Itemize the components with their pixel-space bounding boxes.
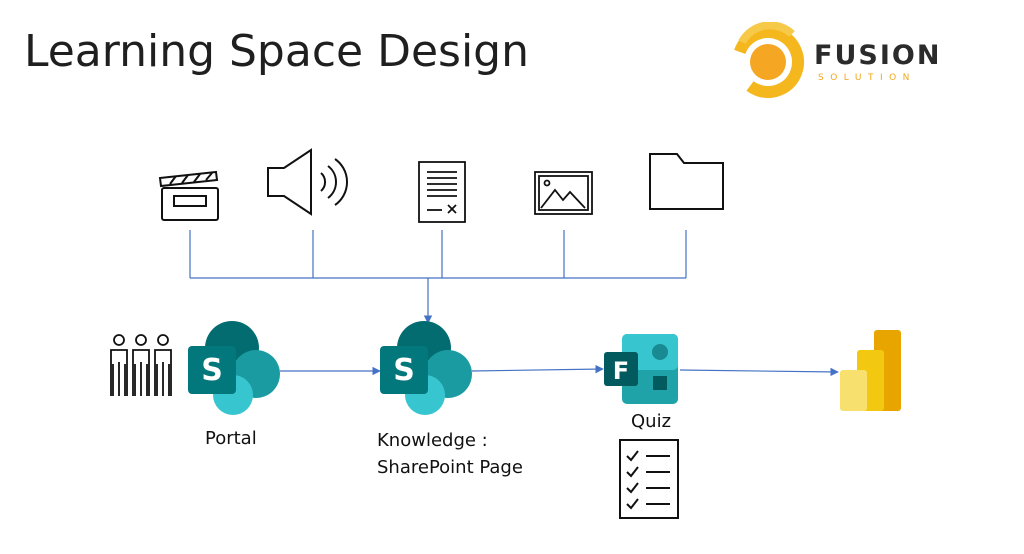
video-clapperboard-icon xyxy=(158,170,219,221)
document-icon xyxy=(418,161,466,223)
people-group-icon xyxy=(110,334,172,396)
portal-label: Portal xyxy=(205,428,257,449)
folder-icon xyxy=(649,153,724,210)
sharepoint-knowledge-icon: S xyxy=(380,321,472,415)
microsoft-forms-icon: F xyxy=(604,334,678,404)
image-icon xyxy=(534,171,593,215)
svg-text:S: S xyxy=(201,353,223,388)
logo-name: FUSION xyxy=(814,40,942,71)
quiz-label: Quiz xyxy=(631,411,672,432)
svg-text:F: F xyxy=(613,357,629,385)
fusion-logo-icon xyxy=(732,21,804,98)
sharepoint-portal-icon: S xyxy=(188,321,280,415)
knowledge-label-line2: SharePoint Page xyxy=(377,457,523,478)
fusion-logo: FUSION SOLUTION xyxy=(728,21,968,106)
checklist-icon xyxy=(619,439,679,519)
page-title: Learning Space Design xyxy=(24,26,529,77)
logo-tagline: SOLUTION xyxy=(818,73,916,83)
content-connectors xyxy=(189,230,839,377)
arrow-quiz-to-report xyxy=(679,367,839,377)
audio-speaker-icon xyxy=(267,148,348,216)
knowledge-label-line1: Knowledge : xyxy=(377,430,488,451)
svg-text:S: S xyxy=(393,353,415,388)
arrow-knowledge-to-quiz xyxy=(471,364,604,374)
power-bi-icon xyxy=(840,330,901,411)
